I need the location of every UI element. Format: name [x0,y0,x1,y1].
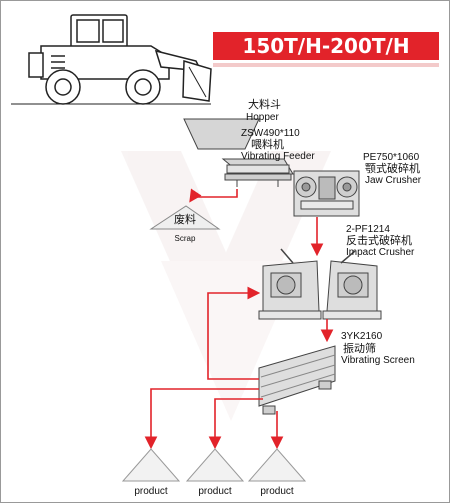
screen-label-en: Vibrating Screen [341,355,415,366]
feeder-label-en: Vibrating Feeder [241,151,315,162]
flow-arrows [144,188,334,450]
jaw-model: PE750*1060 [363,152,420,163]
impact-label-en: Impact Crusher [346,247,415,258]
jaw-crusher: PE750*1060 颚式破碎机 Jaw Crusher [293,152,422,217]
page-title: 150T/H-200T/H [242,34,409,58]
feeder-model: ZSW490*110 [241,128,300,139]
jaw-label-en: Jaw Crusher [365,175,422,186]
hopper: 大料斗 Hopper [183,97,281,150]
wheel-loader-icon [11,14,212,105]
arrow-screen-recycle [207,286,261,380]
jaw-label-cn: 颚式破碎机 [365,161,420,175]
product-label-2: product [198,486,232,497]
title-banner: 150T/H-200T/H [213,32,439,67]
product-label-1: product [134,486,168,497]
arrow-jaw-to-scrap [189,188,238,203]
product-piles: product product product [121,448,307,497]
arrow-to-product-2 [208,398,263,450]
hopper-label-cn: 大料斗 [248,97,281,111]
hopper-label-en: Hopper [246,112,279,123]
feeder-label-cn: 喂料机 [251,137,284,151]
product-label-3: product [260,486,294,497]
vibrating-screen: 3YK2160 振动筛 Vibrating Screen [258,331,415,415]
screen-label-cn: 振动筛 [343,341,376,355]
arrow-to-product-1 [144,388,259,450]
scrap-label-cn: 废料 [174,212,196,226]
vibrating-feeder: ZSW490*110 喂料机 Vibrating Feeder [221,128,315,187]
impact-label-cn: 反击式破碎机 [346,233,412,247]
scrap-pile: 废料 Scrap [149,205,221,243]
impact-crusher [258,248,382,320]
impact-model: 2-PF1214 [346,224,390,235]
impact-crusher-labels: 2-PF1214 反击式破碎机 Impact Crusher [346,224,415,258]
scrap-label-en: Scrap [175,234,196,243]
screen-model: 3YK2160 [341,331,383,342]
